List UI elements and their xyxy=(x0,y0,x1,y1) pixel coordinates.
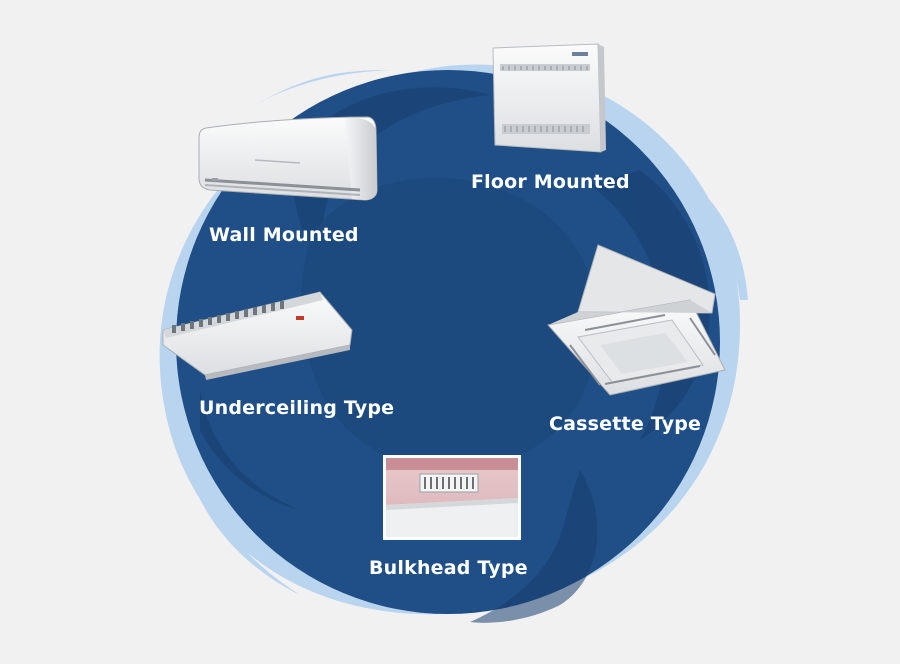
bulkhead-label: Bulkhead Type xyxy=(369,557,528,579)
floor-mounted-label: Floor Mounted xyxy=(471,171,630,193)
wall-mounted-label: Wall Mounted xyxy=(209,224,359,246)
underceiling-ac-icon xyxy=(162,291,353,380)
cassette-ac-icon xyxy=(547,244,726,396)
floor-mounted-ac-icon xyxy=(492,43,606,153)
underceiling-label: Underceiling Type xyxy=(199,397,395,419)
cassette-label: Cassette Type xyxy=(549,413,702,435)
wall-mounted-ac-icon xyxy=(198,116,378,201)
bulkhead-ac-icon xyxy=(383,455,521,540)
